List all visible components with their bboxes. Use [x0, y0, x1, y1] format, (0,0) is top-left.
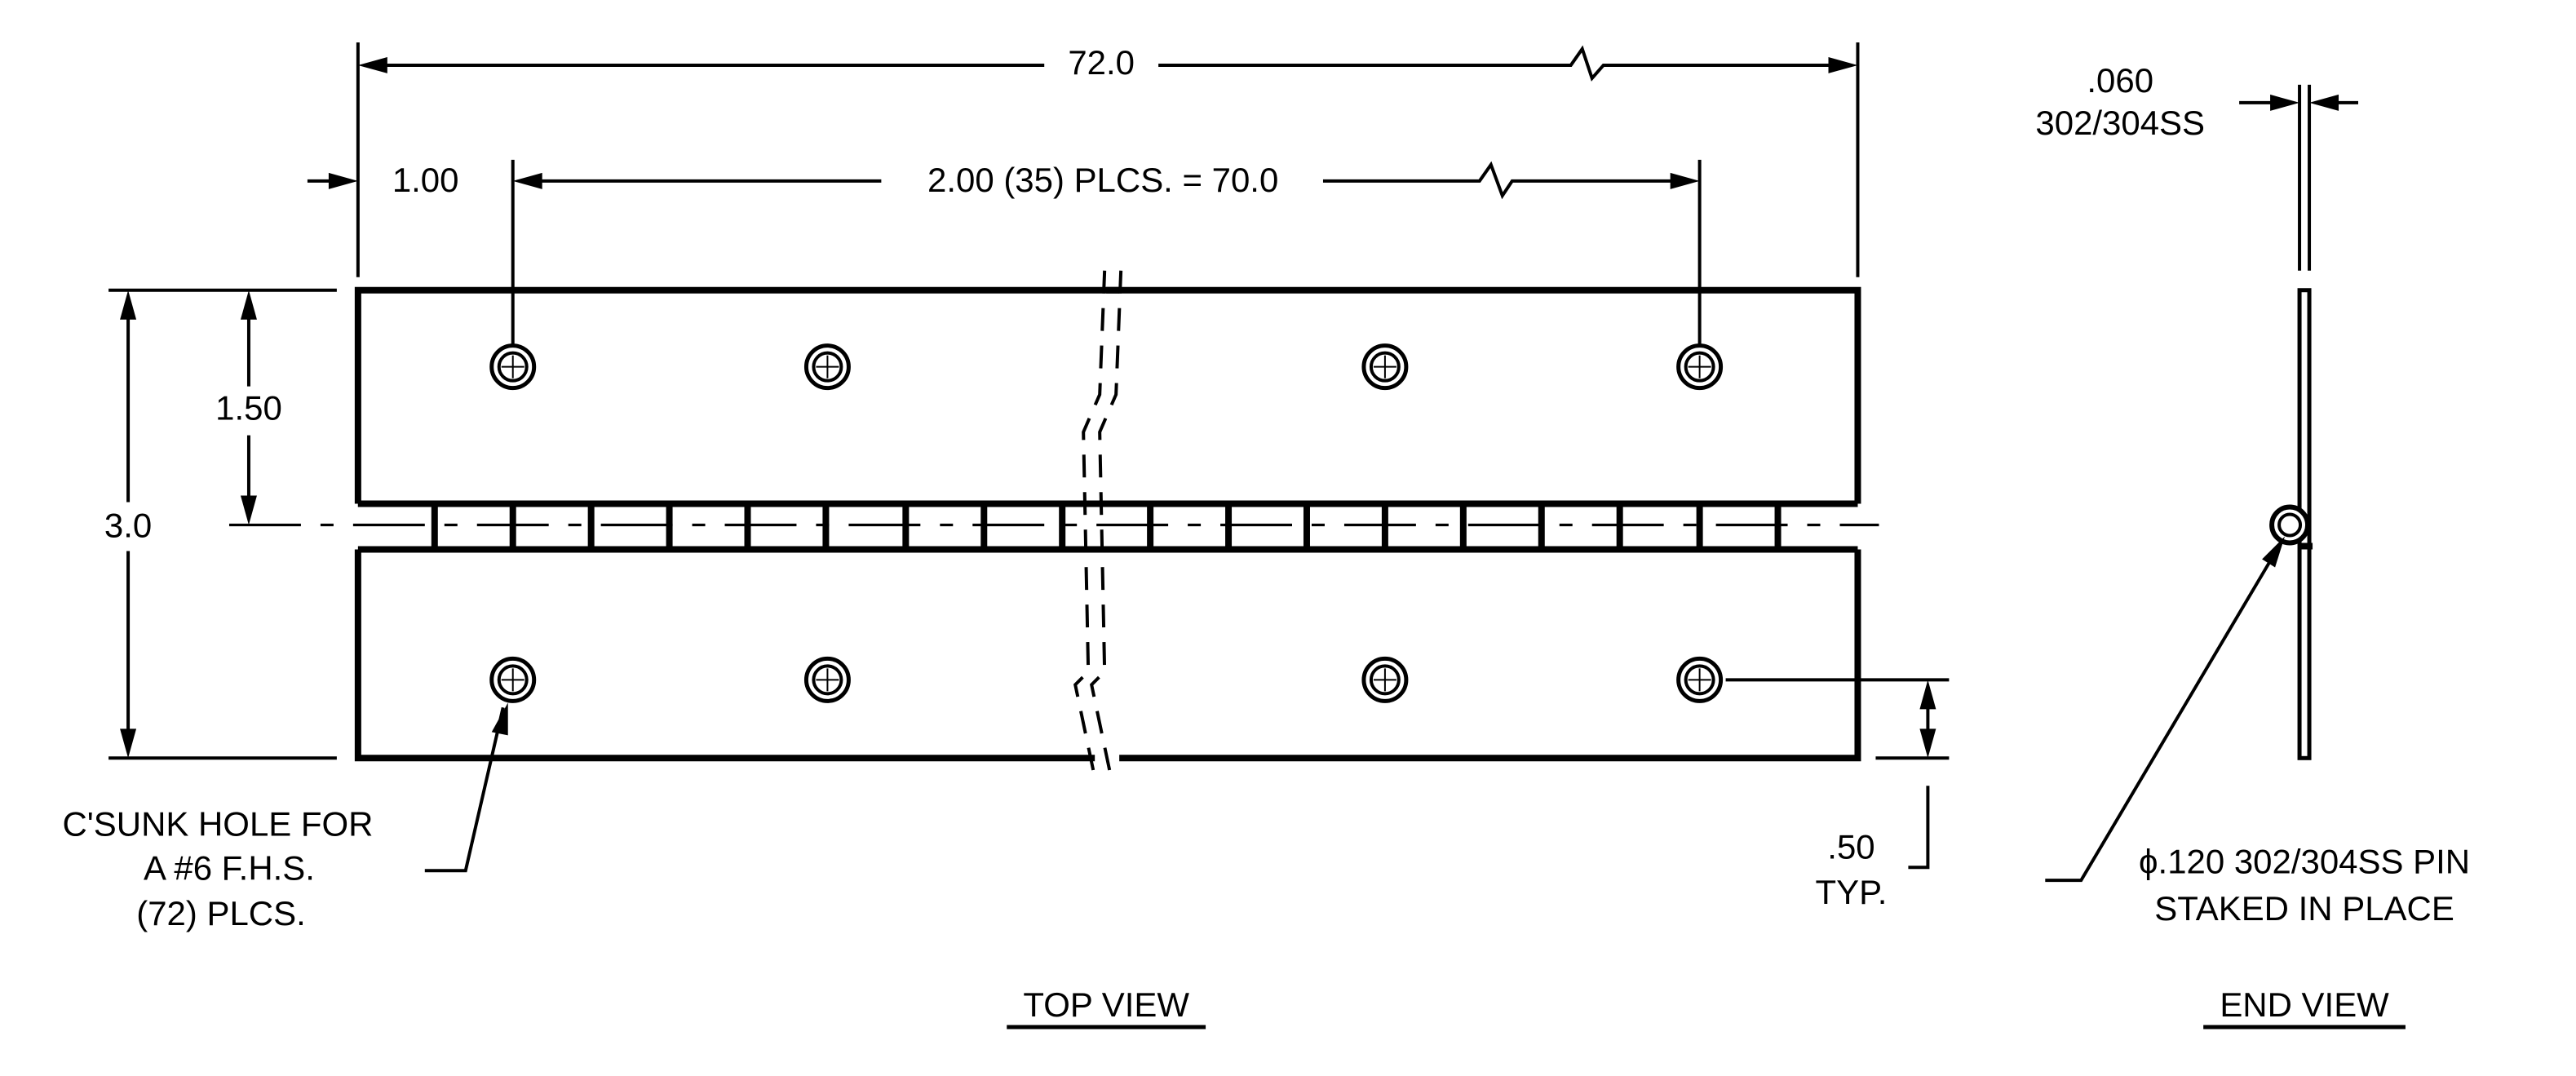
- end-view-pin: [2269, 504, 2311, 546]
- hole-note-line-1: C'SUNK HOLE FOR: [63, 804, 374, 843]
- dim-leaf-half-width-label: 1.50: [215, 389, 282, 427]
- dim-hole-to-edge-label: .50: [1827, 827, 1874, 866]
- countersunk-hole: [806, 658, 848, 701]
- end-view-title: END VIEW: [2220, 985, 2389, 1024]
- hinge-upper-leaf: [354, 286, 1861, 504]
- pin-callout: ϕ.120 302/304SS PIN STAKED IN PLACE: [2045, 536, 2470, 928]
- dim-hole-to-edge-note: TYP.: [1816, 873, 1888, 911]
- dim-hole-pitch-label: 2.00 (35) PLCS. = 70.0: [927, 161, 1278, 199]
- end-view-material: 302/304SS: [2035, 104, 2205, 142]
- dimension-hole-to-edge: .50 TYP.: [1725, 678, 1950, 911]
- top-view-title: TOP VIEW: [1023, 985, 1189, 1024]
- dimension-overall-width: 3.0: [86, 288, 337, 760]
- countersunk-hole: [492, 346, 534, 388]
- end-view-thickness: .060: [2087, 61, 2153, 100]
- countersunk-holes: [492, 346, 1721, 702]
- countersunk-hole: [1679, 658, 1721, 701]
- dimension-overall-length: 72.0: [356, 42, 1860, 277]
- top-view: 72.0 1.00 2.00 (35) PLCS. = 70.0 3.0: [63, 42, 1950, 1030]
- end-view: .060 302/304SS ϕ.120 302/304SS PIN STAKE…: [2035, 61, 2470, 1030]
- countersunk-hole: [806, 346, 848, 388]
- countersunk-hole: [1364, 658, 1406, 701]
- dimension-leaf-half-width: 1.50: [200, 290, 298, 525]
- hinge-lower-leaf: [354, 549, 1861, 762]
- pin-note-line-1: ϕ.120 302/304SS PIN: [2139, 842, 2470, 880]
- dimension-edge-to-first-hole: 1.00: [307, 161, 459, 199]
- hole-note-line-2: A #6 F.H.S.: [144, 848, 315, 887]
- countersunk-hole: [1679, 346, 1721, 388]
- dimension-hole-pitch: 2.00 (35) PLCS. = 70.0: [511, 159, 1702, 344]
- dim-overall-length-label: 72.0: [1068, 43, 1135, 82]
- break-lines: [1073, 270, 1123, 778]
- countersunk-hole: [1364, 346, 1406, 388]
- dimension-leaf-thickness: .060 302/304SS: [2035, 61, 2359, 271]
- dim-overall-width-label: 3.0: [104, 507, 152, 545]
- hole-note-line-3: (72) PLCS.: [136, 894, 306, 932]
- countersunk-hole: [492, 658, 534, 701]
- dim-edge-to-first-hole-label: 1.00: [392, 161, 459, 199]
- pin-note-line-2: STAKED IN PLACE: [2154, 889, 2454, 928]
- hole-callout: C'SUNK HOLE FOR A #6 F.H.S. (72) PLCS.: [63, 702, 508, 932]
- hinge-knuckle-band: [228, 500, 1879, 553]
